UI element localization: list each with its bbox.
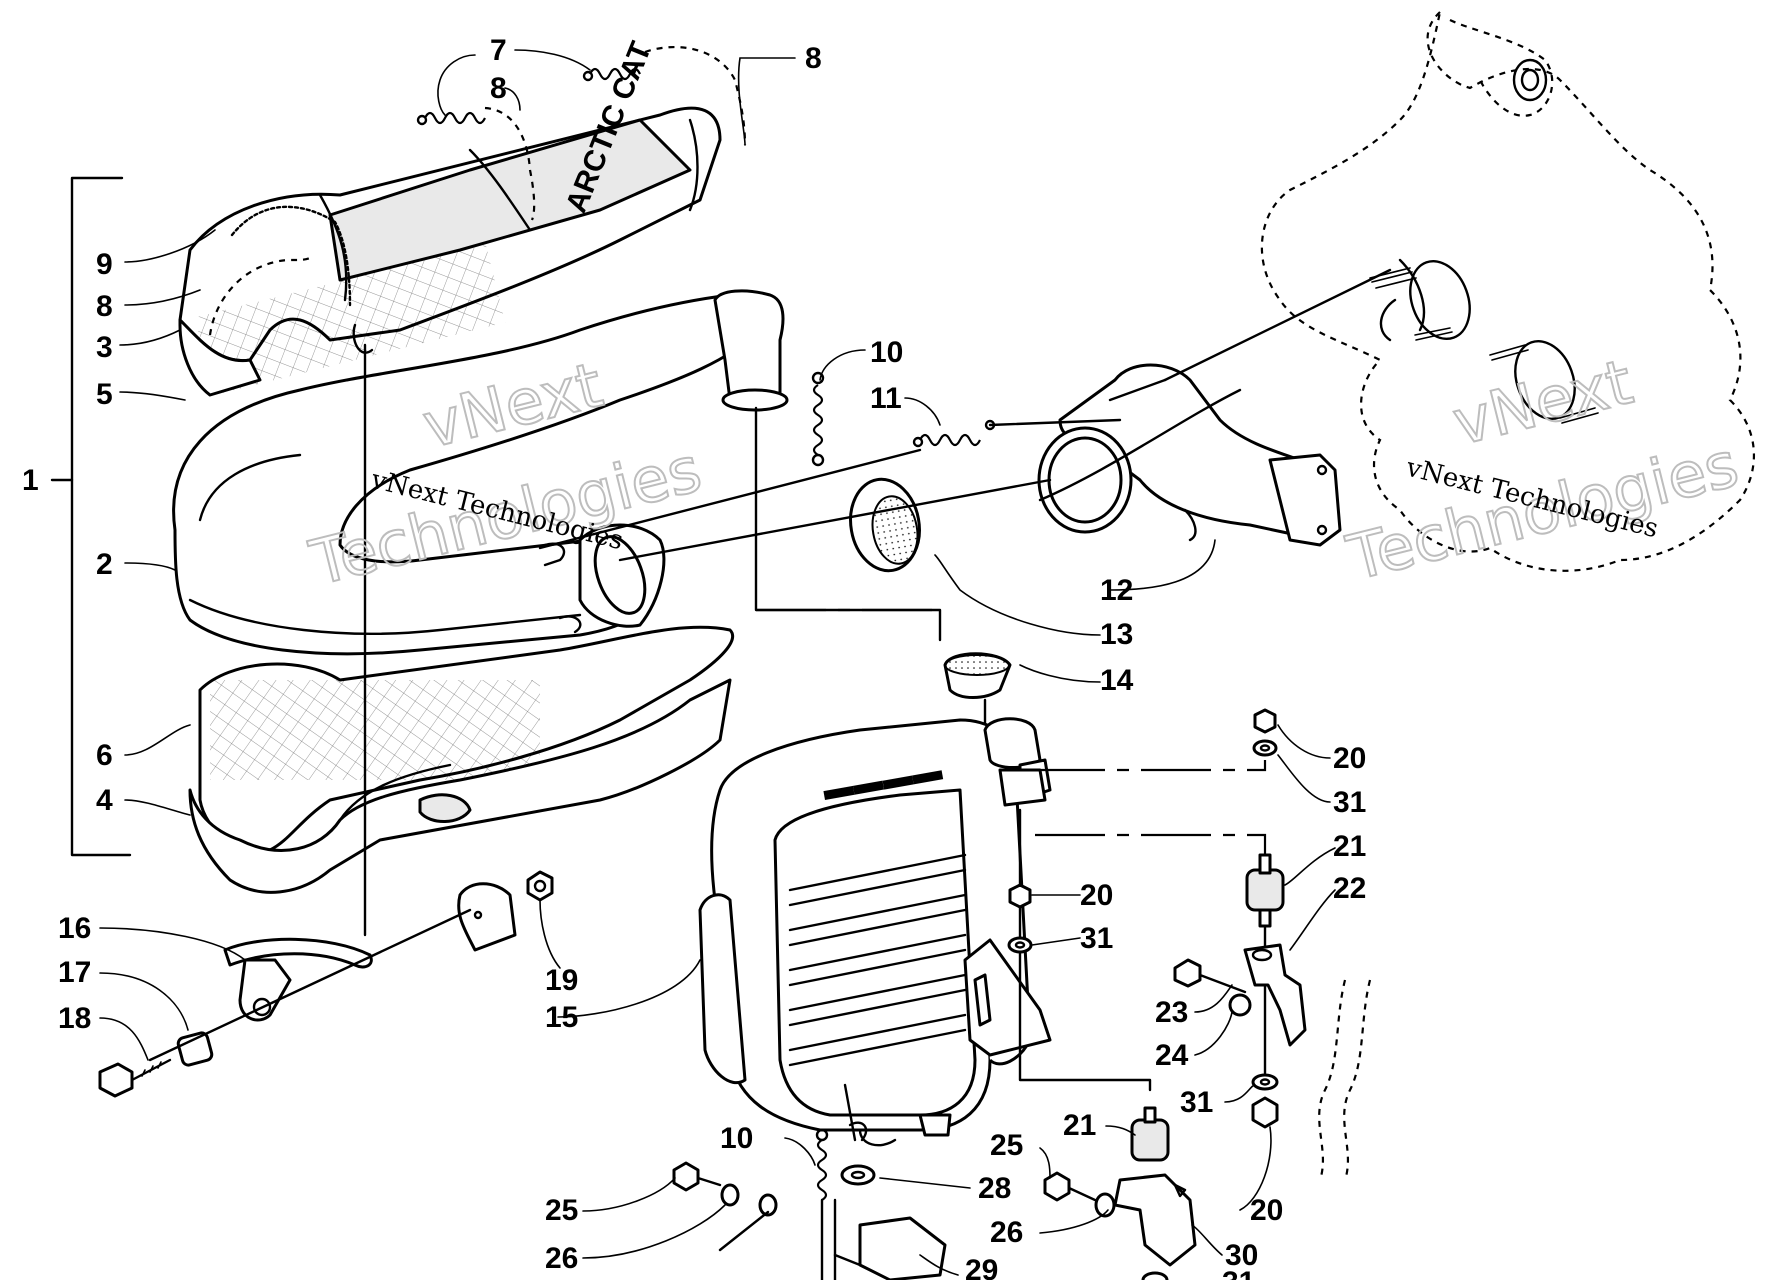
callout-20-bottom: 20	[1250, 1194, 1283, 1227]
callout-21-bottom: 21	[1063, 1109, 1096, 1142]
nut-19	[526, 870, 554, 902]
callout-18: 18	[58, 1002, 91, 1035]
callout-13: 13	[1100, 618, 1133, 651]
chain-8-middle	[484, 106, 536, 221]
callout-10-top: 10	[870, 336, 903, 369]
callout-19: 19	[545, 964, 578, 997]
callout-25-right: 25	[990, 1129, 1023, 1162]
callout-16: 16	[58, 912, 91, 945]
callout-14: 14	[1100, 664, 1134, 697]
assembly-bracket	[50, 176, 132, 857]
assembly-lines-top	[538, 268, 1392, 742]
callout-labels: 1 2 3 4 5 6 7 8 8 8 9 10 10 11 12 13 14 …	[22, 34, 1366, 1280]
callout-28: 28	[978, 1172, 1011, 1205]
callout-4: 4	[96, 784, 113, 817]
callout-31-top: 31	[1333, 786, 1366, 819]
callout-20-center: 20	[1080, 879, 1113, 912]
callout-30: 30	[1225, 1239, 1258, 1272]
callout-31-bottom: 31	[1222, 1266, 1255, 1280]
spring-11	[912, 419, 996, 448]
mount-plate-19	[457, 882, 517, 952]
callout-10-bottom: 10	[720, 1122, 753, 1155]
callout-1: 1	[22, 464, 39, 497]
shield-hook	[352, 323, 374, 354]
callout-11: 11	[870, 382, 902, 415]
leader-lines	[99, 49, 1336, 1276]
callout-2: 2	[96, 548, 113, 581]
mount-hardware-center	[672, 883, 1197, 1280]
mount-hardware-right	[1018, 708, 1372, 1181]
mount-axis-line	[148, 908, 472, 1062]
callout-31-center: 31	[1080, 922, 1113, 955]
callout-24: 24	[1155, 1039, 1189, 1072]
spring-10-top	[811, 371, 825, 467]
seal-ring-13	[849, 477, 921, 573]
callout-3: 3	[96, 331, 113, 364]
bolt-18	[98, 1058, 172, 1098]
callout-22: 22	[1333, 872, 1366, 905]
callout-25-left: 25	[545, 1194, 578, 1227]
callout-31-right: 31	[1180, 1086, 1213, 1119]
callout-8-top-left: 8	[490, 72, 507, 105]
callout-26-left: 26	[545, 1242, 578, 1275]
watermark-right-outline-top: vNext	[1446, 345, 1639, 460]
callout-5: 5	[96, 378, 113, 411]
callout-15: 15	[545, 1001, 578, 1034]
grommet-14	[943, 652, 1012, 699]
chain-8-lower	[208, 256, 311, 336]
spacer-17	[176, 1031, 214, 1067]
clamp-wrap-9	[230, 205, 352, 307]
muffler: ▬▬▬▬	[698, 717, 1052, 1147]
callout-26-right: 26	[990, 1216, 1023, 1249]
callout-8-left: 8	[96, 290, 113, 323]
callout-29: 29	[965, 1254, 998, 1280]
spring-7-right	[582, 67, 641, 82]
heat-shield-lower	[188, 625, 734, 894]
spring-7-left	[416, 111, 486, 126]
exhaust-manifold	[1037, 363, 1342, 547]
callout-6: 6	[96, 739, 113, 772]
mount-bracket-16	[223, 937, 373, 1022]
callout-12: 12	[1100, 574, 1133, 607]
callout-23: 23	[1155, 996, 1188, 1029]
callout-9: 9	[96, 248, 113, 281]
callout-8-top-right: 8	[805, 42, 822, 75]
callout-20-top: 20	[1333, 742, 1366, 775]
watermark-right: Technologies vNext vNext Technologies	[1339, 344, 1746, 596]
expansion-chamber	[172, 289, 789, 656]
chain-8-top	[644, 45, 747, 146]
callout-7: 7	[490, 34, 507, 67]
engine-outline	[1260, 8, 1756, 572]
callout-21-top: 21	[1333, 830, 1366, 863]
callout-17: 17	[58, 956, 91, 989]
